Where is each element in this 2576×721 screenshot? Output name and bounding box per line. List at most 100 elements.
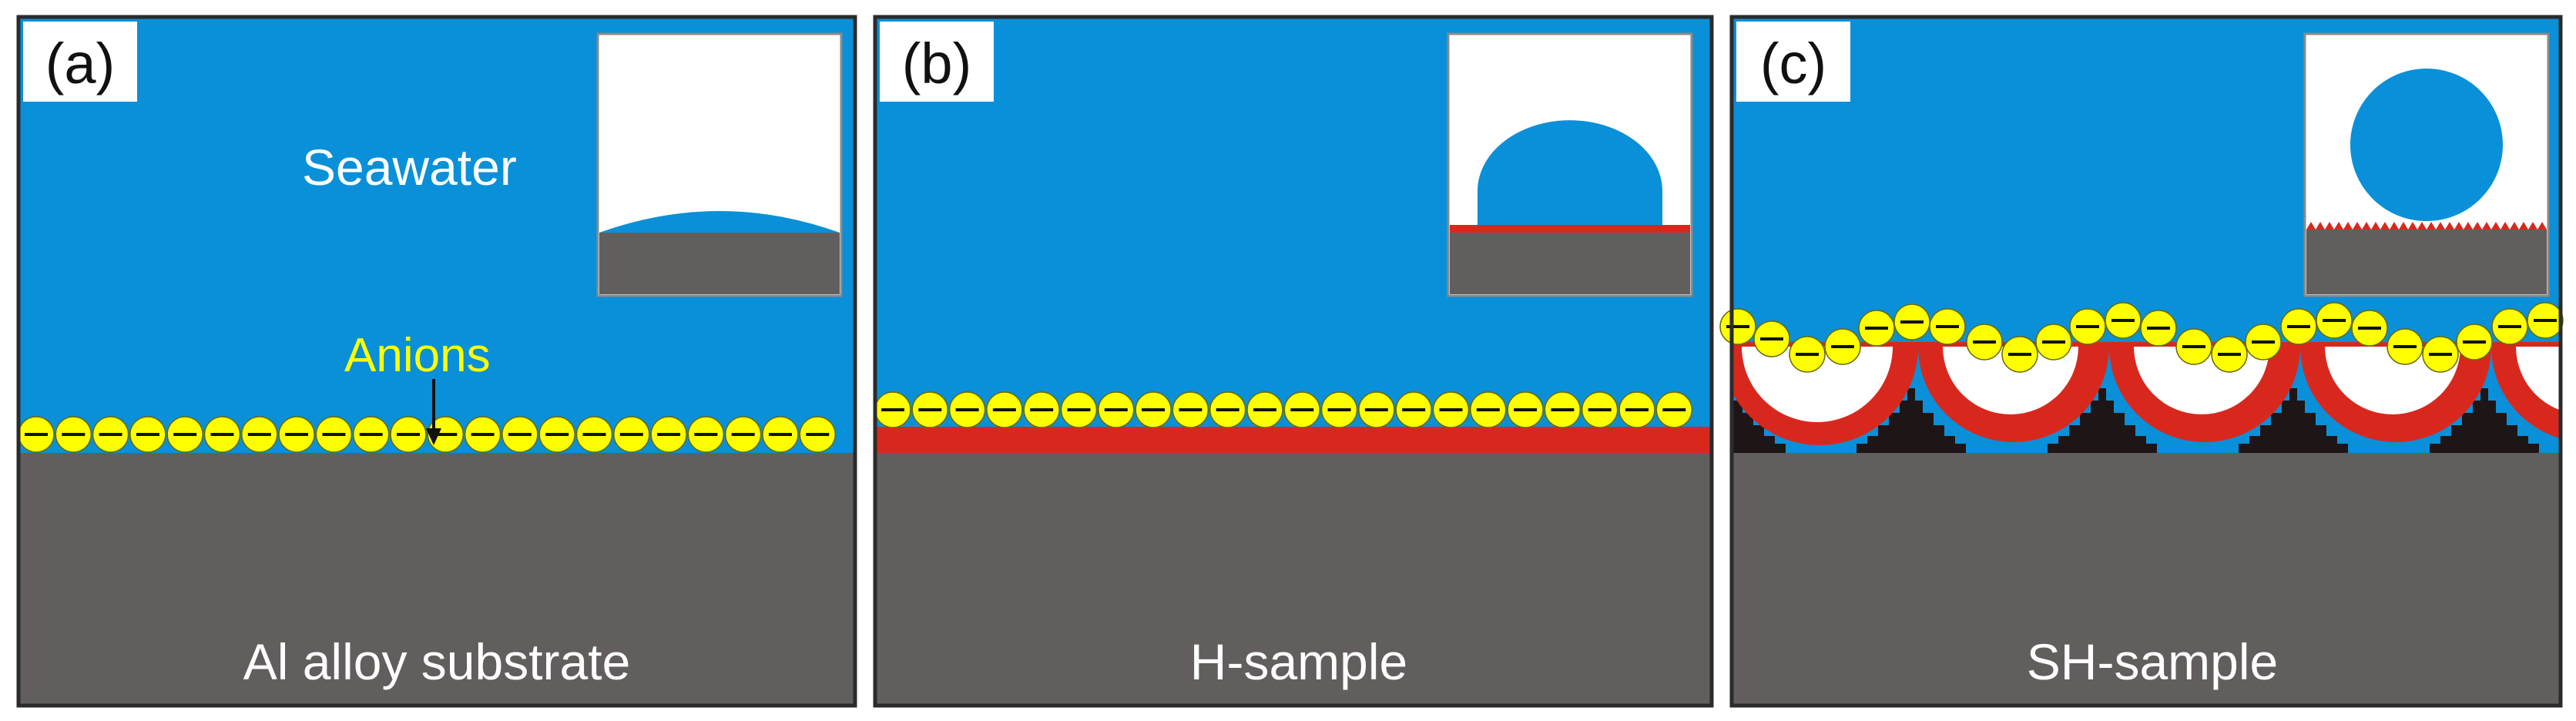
anion-icon <box>613 416 650 453</box>
inset-substrate <box>1450 233 1690 294</box>
anion-icon <box>1023 391 1060 428</box>
anion-icon <box>799 416 837 453</box>
anion-icon <box>2316 302 2353 339</box>
anion-icon <box>687 416 725 453</box>
anion-icon <box>427 416 465 453</box>
inset-rough-coating <box>2306 222 2547 230</box>
anion-icon <box>1966 324 2003 360</box>
anion-icon <box>166 416 203 453</box>
anion-icon <box>352 416 390 453</box>
anion-icon <box>129 416 166 453</box>
anion-icon <box>1470 391 1507 428</box>
panel-letter: (b) <box>902 32 971 96</box>
anion-icon <box>1432 391 1470 428</box>
anion-icon <box>1320 391 1358 428</box>
anion-icon <box>2001 336 2038 373</box>
substrate-label: Al alloy substrate <box>243 633 631 690</box>
anion-icon <box>1283 391 1321 428</box>
anion-icon <box>1719 308 1756 345</box>
anion-icon <box>2105 302 2142 339</box>
anion-icon <box>1135 391 1172 428</box>
anion-row <box>18 416 837 453</box>
anion-icon <box>2211 336 2248 373</box>
anion-icon <box>2069 308 2106 345</box>
panel-frame <box>1729 15 2563 708</box>
anion-icon <box>575 416 613 453</box>
anions-label: Anions <box>344 329 491 382</box>
anion-icon <box>1929 308 1966 345</box>
anion-icon <box>1395 391 1432 428</box>
panel-letter: (a) <box>45 32 115 96</box>
panel-frame <box>873 15 1714 708</box>
anion-icon <box>986 391 1023 428</box>
anion-icon <box>203 416 241 453</box>
contact-angle-inset <box>2303 32 2550 297</box>
water-droplet-hemisphere <box>1478 120 1662 226</box>
substrate-label: SH-sample <box>2027 633 2278 690</box>
anion-icon <box>874 391 911 428</box>
substrate-block <box>1732 453 2561 706</box>
anion-row <box>1719 302 2564 373</box>
inset-substrate <box>599 233 840 294</box>
anion-icon <box>2456 324 2493 360</box>
panel-letter-box <box>23 22 137 102</box>
anion-icon <box>724 416 762 453</box>
anion-icon <box>1209 391 1246 428</box>
anion-icon <box>1358 391 1395 428</box>
panel-b: (b) H-sample <box>873 15 1714 708</box>
water-droplet-flat <box>599 211 840 233</box>
anion-icon <box>948 391 986 428</box>
anion-icon <box>762 416 799 453</box>
anion-icon <box>650 416 687 453</box>
anion-icon <box>1060 391 1098 428</box>
superhydrophobic-microstructure <box>1732 342 2561 453</box>
anion-icon <box>2491 308 2528 345</box>
inset-coating <box>1450 225 1690 233</box>
water-droplet-sphere <box>2350 69 2503 221</box>
anion-icon <box>2035 324 2072 360</box>
anion-icon <box>1544 391 1581 428</box>
anion-row <box>874 391 1693 428</box>
anion-icon <box>55 416 92 453</box>
hydrophobic-coating <box>875 427 1712 456</box>
contact-angle-inset <box>1447 32 1693 297</box>
inset-substrate <box>2306 230 2547 294</box>
anion-icon <box>911 391 949 428</box>
anion-icon <box>2175 328 2212 365</box>
panel-frame <box>16 15 857 708</box>
anion-icon <box>2351 310 2388 347</box>
anion-icon <box>1507 391 1544 428</box>
substrate-label: H-sample <box>1190 633 1407 690</box>
anion-icon <box>1098 391 1135 428</box>
anion-icon <box>1789 336 1826 373</box>
anion-icon <box>2280 308 2317 345</box>
substrate-block <box>18 453 855 706</box>
anion-icon <box>501 416 538 453</box>
contact-angle-inset <box>596 32 843 297</box>
anion-icon <box>92 416 129 453</box>
anion-icon <box>2245 324 2282 360</box>
anion-icon <box>2527 302 2564 339</box>
arrow-icon <box>426 379 441 445</box>
anion-icon <box>278 416 315 453</box>
micro-texture-dark <box>1732 388 2539 453</box>
anion-icon <box>1753 320 1790 357</box>
substrate-block <box>875 453 1712 706</box>
anion-icon <box>2386 328 2423 365</box>
trapped-air-pockets <box>1742 347 2561 422</box>
panel-a: (a) Seawater Anions Al alloy substrate <box>16 15 857 708</box>
panel-letter-box <box>880 22 994 102</box>
anion-icon <box>1246 391 1283 428</box>
anion-icon <box>1655 391 1693 428</box>
anion-icon <box>390 416 427 453</box>
anion-icon <box>241 416 278 453</box>
seawater-label: Seawater <box>302 139 517 196</box>
anion-icon <box>1618 391 1655 428</box>
anion-icon <box>538 416 575 453</box>
anion-icon <box>1581 391 1618 428</box>
anion-icon <box>2140 310 2177 347</box>
anion-icon <box>1172 391 1209 428</box>
anion-icon <box>2422 336 2459 373</box>
rough-texture-teeth <box>2306 222 2547 230</box>
